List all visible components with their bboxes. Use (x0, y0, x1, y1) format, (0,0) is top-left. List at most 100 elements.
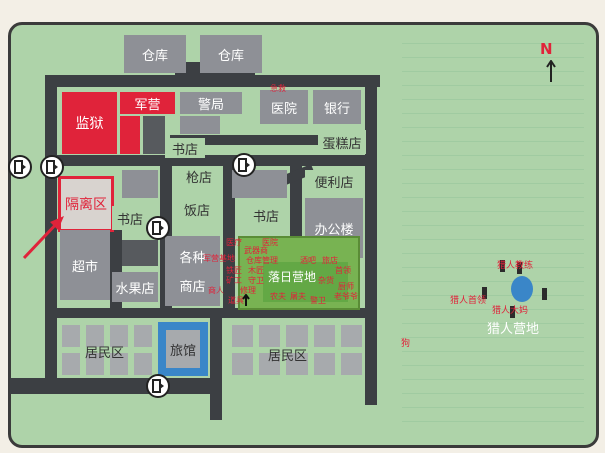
camp-label-f: 旅店 (322, 256, 338, 265)
tent-icon (500, 260, 505, 272)
camp-label-m: 厨师 (338, 282, 354, 291)
camp-label-l: 杂货 (318, 276, 334, 285)
sunset-camp-label: 落日营地 (268, 270, 317, 284)
road-east (365, 75, 377, 405)
supermarket-label: 超市 (71, 259, 98, 275)
camp-label-k: 守卫 (248, 276, 264, 285)
building-block-a (143, 116, 165, 154)
hospital-label: 医院 (270, 101, 297, 117)
door-icon[interactable] (146, 216, 170, 240)
door-icon[interactable] (8, 155, 32, 179)
bank[interactable]: 银行 (313, 90, 361, 124)
tent-icon (482, 287, 487, 299)
warehouse-1-label: 仓库 (141, 48, 168, 64)
gun-shop[interactable]: 枪店 (176, 166, 222, 186)
quarantine-zone[interactable]: 隔离区 (58, 176, 114, 232)
hospital[interactable]: 医院 (260, 90, 308, 124)
police[interactable]: 警局 (180, 92, 242, 114)
warehouse-2[interactable]: 仓库 (200, 35, 262, 73)
cake-shop[interactable]: 蛋糕店 (318, 130, 366, 154)
bank-label: 银行 (323, 101, 350, 117)
door-icon[interactable] (40, 155, 64, 179)
camp-label-b: 武器商 (244, 246, 268, 255)
lake (511, 276, 533, 302)
various-shops-label-1: 各种 (179, 251, 206, 266)
hunter-trainer-label: 猎人教练 (497, 261, 534, 271)
camp-label-h: 木匠 (248, 266, 264, 275)
camp-label-e: 酒吧 (300, 256, 316, 265)
bookstore-left[interactable]: 书店 (112, 206, 148, 230)
gun-shop-label: 枪店 (185, 170, 212, 186)
barracks-label: 军营 (134, 97, 161, 113)
camp-label-n: 商人 (208, 286, 224, 295)
camp-label-a: 医疗 (226, 238, 242, 247)
cake-shop-label: 蛋糕店 (322, 136, 362, 152)
door-icon[interactable] (232, 153, 256, 177)
arrow-up-icon (242, 294, 250, 306)
tent-icon (517, 262, 522, 274)
fruit-shop-label: 水果店 (115, 281, 155, 297)
hunter-lead-label: 猎人首领 (450, 296, 487, 306)
barracks[interactable]: 军营 (120, 92, 175, 114)
restaurant-label: 饭店 (183, 203, 210, 219)
residential-right-label[interactable]: 居民区 (268, 349, 308, 364)
prison[interactable]: 监狱 (62, 92, 117, 154)
fruit-shop[interactable]: 水果店 (112, 272, 158, 302)
camp-label-t: 老爷爷 (334, 292, 358, 301)
hotel-label: 旅馆 (169, 343, 196, 359)
camp-label-j: 矿工 (226, 276, 242, 285)
road-inner-4 (290, 166, 302, 236)
convenience-store-label: 便利店 (314, 175, 354, 191)
bookstore-mid-label: 书店 (252, 209, 279, 225)
hunter-mom-label: 猎人大妈 (492, 306, 529, 316)
camp-label-p: 道具 (228, 296, 244, 305)
various-shops-label-2: 商店 (179, 280, 206, 295)
police-label: 警局 (197, 97, 224, 113)
building-block-e (122, 240, 158, 266)
building-block-c (122, 170, 158, 198)
road-inner-3 (223, 166, 235, 311)
camp-label-r: 屠夫 (290, 292, 306, 301)
restaurant[interactable]: 饭店 (176, 198, 218, 220)
road-north (45, 75, 380, 87)
hotel[interactable]: 旅馆 (158, 322, 208, 376)
warehouse-1[interactable]: 仓库 (124, 35, 186, 73)
tent-icon (510, 306, 515, 318)
bookstore-top-label: 书店 (171, 142, 198, 158)
hunter-camp-label[interactable]: 猎人营地 (487, 322, 540, 337)
camp-label-q: 农夫 (270, 292, 286, 301)
office-label: 办公楼 (314, 222, 354, 238)
warehouse-2-label: 仓库 (217, 48, 244, 64)
prison-label: 监狱 (75, 116, 104, 132)
barracks-annex (120, 116, 140, 154)
tent-icon (542, 288, 547, 300)
residential-left-label[interactable]: 居民区 (85, 346, 125, 361)
convenience-store[interactable]: 便利店 (305, 170, 363, 192)
bookstore-top[interactable]: 书店 (165, 138, 205, 158)
road-south (10, 378, 210, 394)
residential-right-grid (232, 325, 362, 375)
supermarket[interactable]: 超市 (60, 230, 110, 300)
quarantine-label: 隔离区 (65, 197, 107, 213)
dog-label: 狗 (401, 339, 411, 349)
sunset-camp-inner (263, 262, 348, 302)
wilderness-area (402, 30, 584, 430)
various-shops[interactable]: 各种 商店 (165, 236, 220, 306)
residential-left-grid (62, 325, 152, 375)
bookstore-mid[interactable]: 书店 (244, 204, 288, 226)
camp-label-c: 军营基地 (203, 254, 235, 263)
camp-label-u: 医院 (262, 238, 278, 247)
camp-label-d: 仓库管理 (246, 256, 278, 265)
road-inner-5 (170, 135, 370, 145)
road-lower (45, 308, 375, 318)
arrow-up-icon (546, 60, 556, 82)
building-block-b (180, 116, 220, 134)
road-south-vertical (210, 310, 222, 420)
door-icon[interactable] (146, 374, 170, 398)
pointer-arrow (22, 216, 64, 260)
compass-north: N (540, 40, 553, 58)
camp-label-i: 首领 (335, 266, 351, 275)
camp-label-g: 铁匠 (226, 266, 242, 275)
camp-label-s: 警卫 (310, 296, 326, 305)
